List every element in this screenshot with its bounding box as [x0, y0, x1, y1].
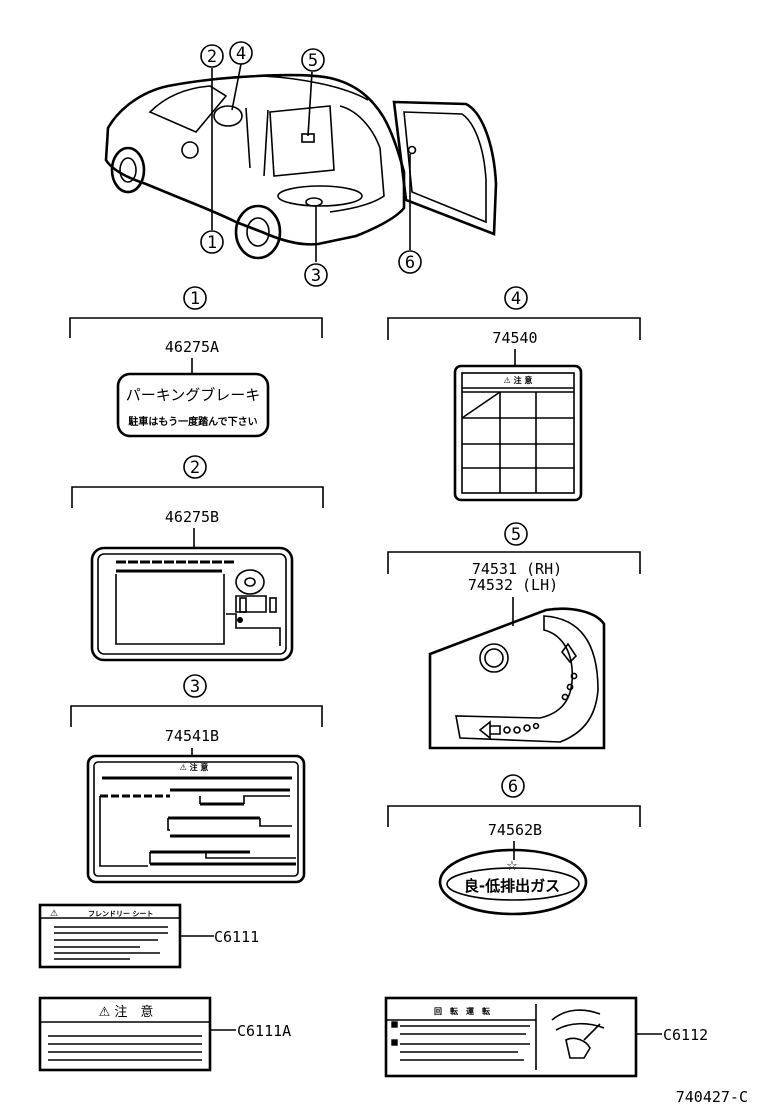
part-number-C6112: C6112	[663, 1026, 708, 1044]
parking-brake-title: パーキングブレーキ	[126, 386, 261, 404]
part-number-74562B: 74562B	[488, 821, 542, 839]
parking-brake-label	[116, 372, 270, 438]
callout-1: 1	[190, 289, 200, 309]
vehicle-illustration	[104, 73, 498, 260]
label-C6111A-header: ⚠ 注 意	[99, 1004, 154, 1020]
parking-brake-subtitle: 駐車はもう一度踏んで下さい	[128, 415, 257, 428]
section-4: 4 74540 ⚠ 注 意	[387, 286, 641, 502]
section-1: 1 46275A パーキングブレーキ 駐車はもう一度踏んで下さい	[69, 286, 323, 438]
label-C6111A	[38, 996, 212, 1072]
callout-5-vehicle: 5	[308, 51, 318, 71]
low-emission-label	[438, 848, 588, 916]
callout-1-vehicle: 1	[207, 233, 217, 253]
label-74531-74532	[428, 607, 606, 750]
low-emission-text: 良-低排出ガス	[464, 877, 560, 895]
callout-4-vehicle: 4	[236, 44, 246, 64]
callout-4: 4	[511, 289, 521, 309]
part-number-46275A: 46275A	[165, 338, 219, 356]
part-number-74532-lh: 74532 (LH)	[468, 576, 558, 594]
low-emission-star: ☆	[506, 859, 518, 874]
part-number-C6111: C6111	[214, 928, 259, 946]
label-C6112	[384, 996, 638, 1078]
vehicle-callouts: 2 4 5 1 3 6	[200, 41, 422, 287]
label-C6111-group: ⚠ フレンドリー シート C6111	[38, 903, 259, 969]
section-6: 6 74562B ☆ 良-低排出ガス	[387, 774, 641, 916]
callout-2-vehicle: 2	[207, 47, 217, 67]
part-number-C6111A: C6111A	[237, 1022, 291, 1040]
callout-2: 2	[190, 458, 200, 478]
part-number-74541B: 74541B	[165, 727, 219, 745]
label-74540	[453, 364, 583, 502]
part-number-74531-rh: 74531 (RH)	[472, 560, 562, 578]
section-3: 3 74541B ⚠ 注 意	[70, 674, 323, 884]
part-number-74540: 74540	[492, 329, 537, 347]
label-C6111-header: フレンドリー シート	[88, 910, 153, 918]
diagram-code: 740427-C	[676, 1088, 748, 1106]
label-74541B-header: ⚠ 注 意	[180, 762, 209, 772]
label-C6111A-group: ⚠ 注 意 C6111A	[38, 996, 291, 1072]
part-number-46275B: 46275B	[165, 508, 219, 526]
label-C6111-warning-mark: ⚠	[50, 909, 58, 919]
callout-3: 3	[190, 677, 200, 697]
callout-6: 6	[508, 777, 518, 797]
label-46275B	[90, 546, 294, 662]
callout-6-vehicle: 6	[405, 253, 415, 273]
label-C6112-header: 回 転 運 転	[434, 1006, 490, 1016]
callout-5: 5	[511, 525, 521, 545]
label-74541B	[86, 754, 306, 884]
hand-icon	[551, 1009, 605, 1059]
section-5: 5 74531 (RH) 74532 (LH)	[387, 522, 641, 750]
label-74540-header: ⚠ 注 意	[504, 375, 533, 385]
vehicle-leaders	[211, 63, 411, 262]
label-C6112-group: 回 転 運 転 C6112	[384, 996, 708, 1078]
callout-3-vehicle: 3	[311, 266, 321, 286]
section-2: 2 46275B	[71, 455, 324, 662]
